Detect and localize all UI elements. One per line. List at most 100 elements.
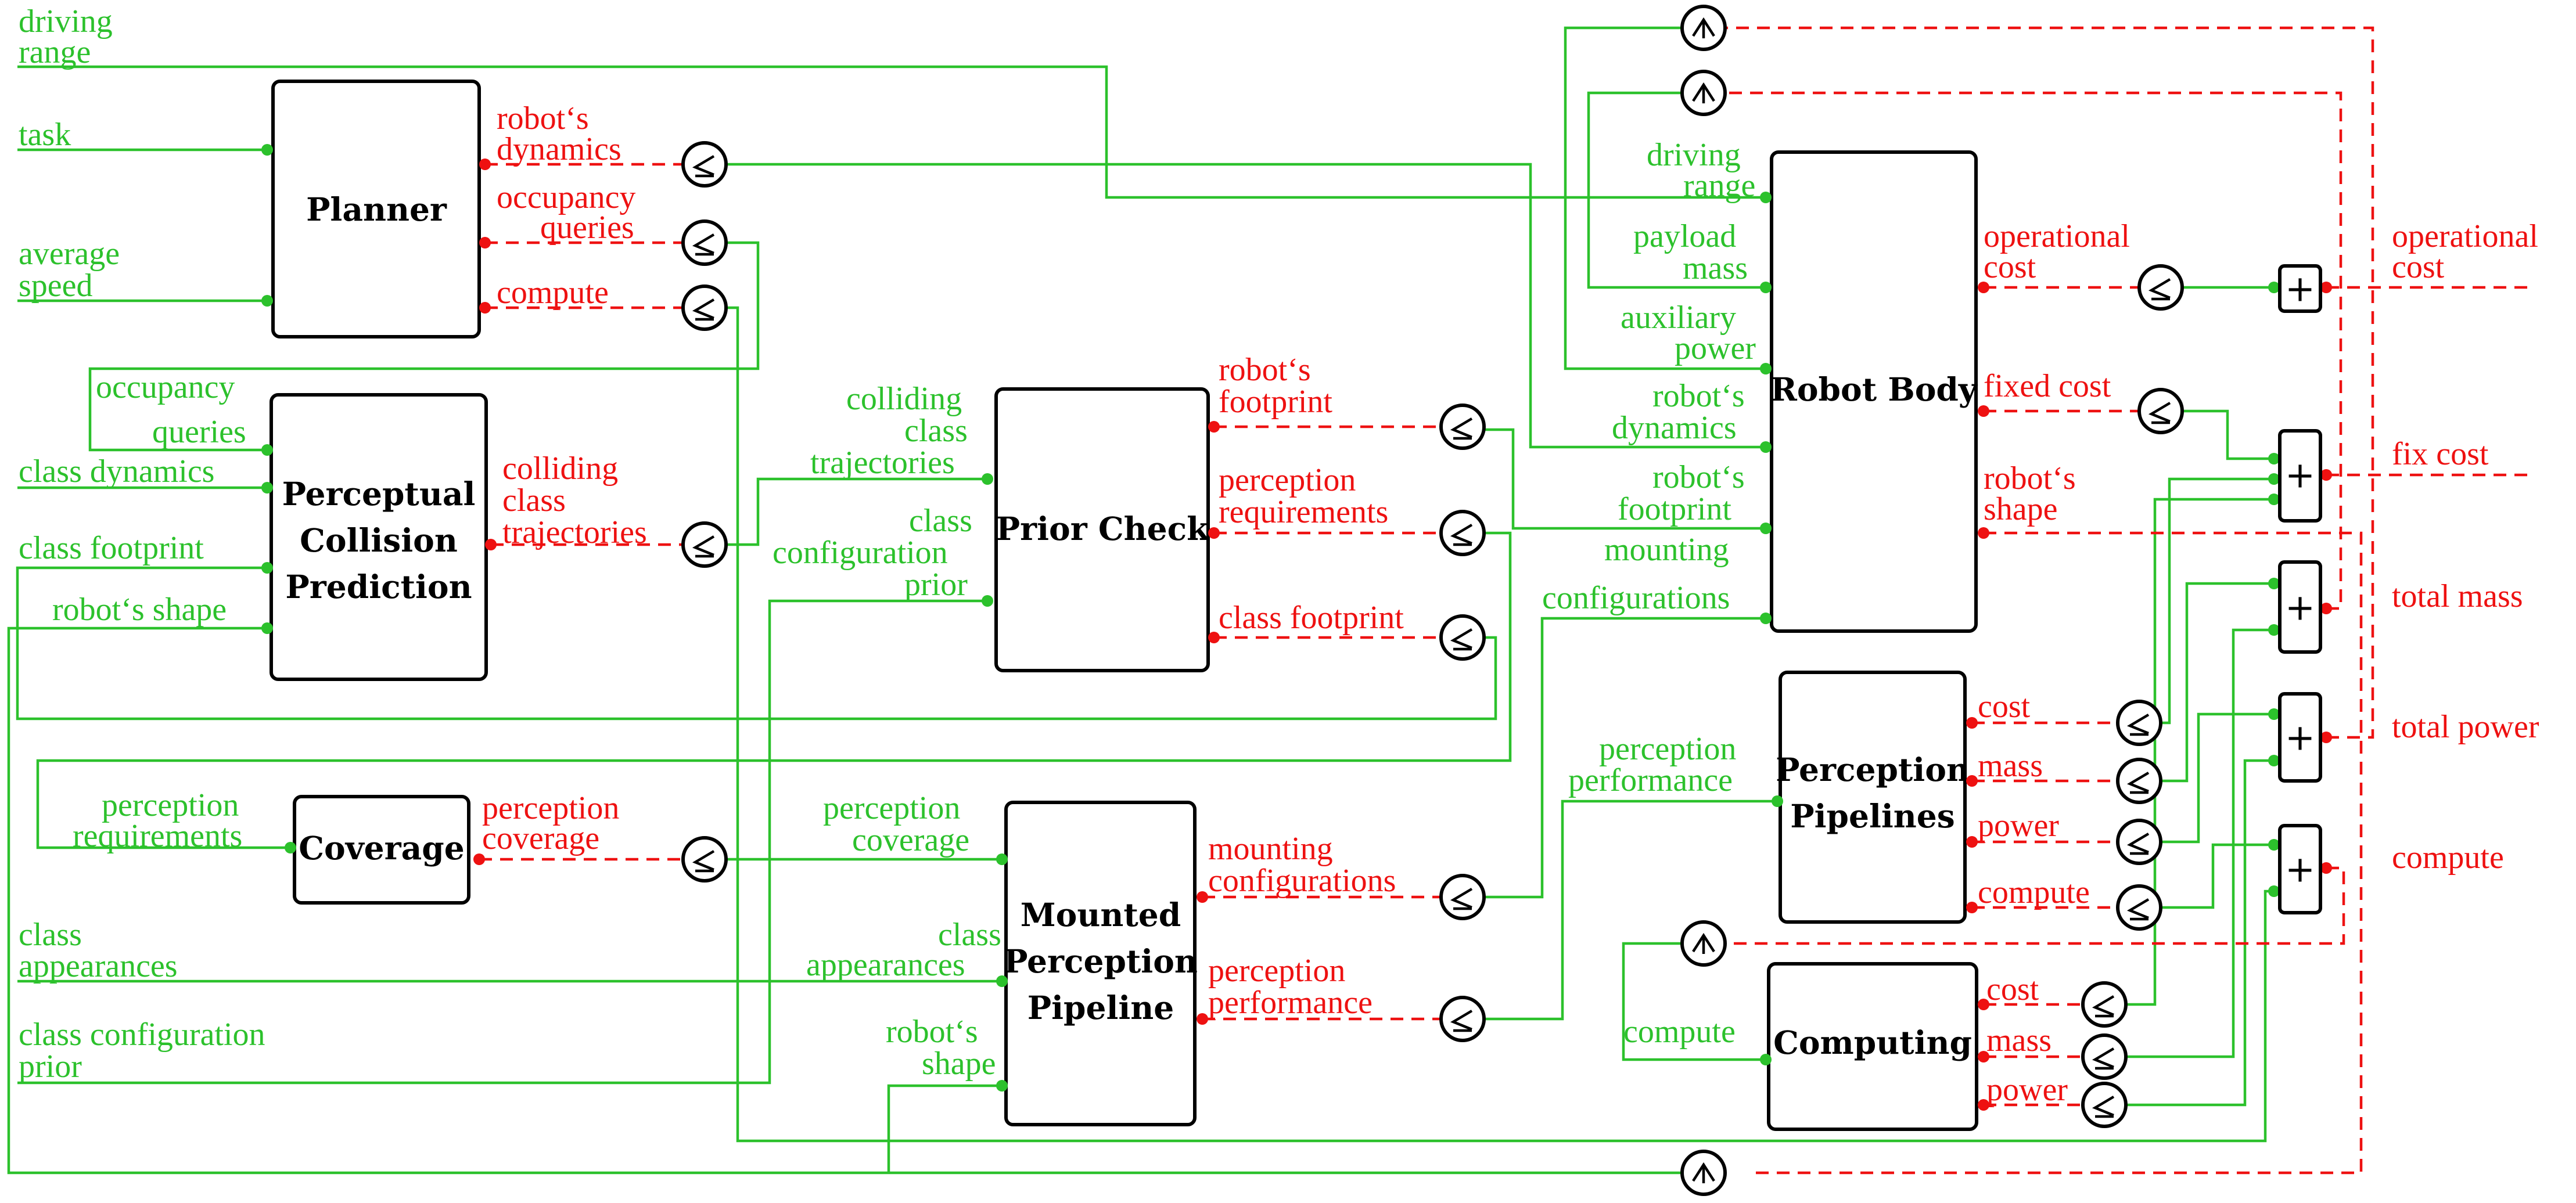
output-total-mass: total mass (2392, 578, 2523, 614)
computing-box: Computing (1767, 962, 1978, 1131)
label-class-appearances-1: class (19, 917, 82, 953)
planner-out-compute: compute (497, 275, 609, 311)
rb-out-shape-2: shape (1984, 491, 2058, 527)
pp-title-line2: Pipelines (1790, 797, 1955, 835)
pcp-out-colliding-2: class (502, 482, 566, 518)
rb-out-opcost-1: operational (1984, 218, 2130, 254)
wire-computing-compute (1622, 942, 1766, 1061)
wire-robots-footprint (1484, 428, 1766, 530)
mpp-in-shape-1: robot‘s (886, 1014, 978, 1050)
pp-computing-labels: perception performance cost mass power c… (1568, 689, 2090, 1108)
preceq-nodes (681, 5, 2184, 1196)
wire-colliding (726, 477, 987, 546)
computing-out-power: power (1986, 1072, 2068, 1108)
mpp-out-performance-1: perception (1208, 953, 1345, 989)
planner-out-occupancy-1: occupancy (497, 179, 635, 215)
mpp-title-line1: Mounted (1021, 896, 1181, 934)
planner-out-dynamics-1: robot‘s (497, 100, 589, 136)
prior-in-config-1: class (909, 503, 972, 539)
perceptual-collision-prediction-box: Perceptual Collision Prediction (270, 393, 488, 681)
wire-pp-compute-sum (2161, 843, 2274, 909)
green-port-dots (261, 144, 2280, 1092)
robot-body-labels: driving range payload mass auxiliary pow… (1542, 137, 2130, 616)
svg-text:+: + (2285, 454, 2315, 496)
preceq-icon (681, 521, 728, 568)
svg-text:+: + (2285, 586, 2315, 629)
preceq-icon (681, 284, 728, 331)
prior-in-colliding-2: class (904, 413, 968, 449)
sum-nodes: + + + + + (2278, 264, 2322, 914)
prior-in-colliding-1: colliding (846, 381, 962, 417)
label-robots-shape: robot‘s shape (52, 592, 227, 628)
wire-perception-requirements (36, 531, 1512, 849)
wire-r-total-mass (1725, 91, 2343, 610)
computing-title: Computing (1773, 1024, 1972, 1061)
robot-body-title: Robot Body (1770, 370, 1978, 408)
pp-title-line1: Perception (1776, 751, 1970, 788)
computing-in-compute: compute (1623, 1014, 1736, 1050)
resource-wires (479, 26, 2530, 1175)
pp-out-power: power (1978, 808, 2059, 844)
rb-out-opcost-2: cost (1984, 249, 2036, 285)
pcp-out-colliding-3: trajectories (502, 514, 647, 550)
wire-robots-dynamics (726, 163, 1766, 449)
pcp-in-occupancy-1: occupancy (96, 369, 235, 405)
rb-out-fixed-cost: fixed cost (1984, 368, 2111, 404)
preceq-icon (2116, 819, 2162, 865)
mpp-out-mounting-2: configurations (1208, 863, 1396, 899)
wire-pp-mass-sum (2161, 582, 2274, 783)
preceq-icon (681, 219, 728, 266)
mpp-in-appearances-1: class (938, 917, 1001, 953)
prior-check-title: Prior Check (996, 510, 1210, 548)
planner-pcp-labels: robot‘s dynamics occupancy queries compu… (96, 100, 647, 550)
red-port-dots (473, 159, 2332, 1111)
computing-out-mass: mass (1986, 1022, 2052, 1058)
preceq-icon (2116, 884, 2162, 931)
plus-icon: + (2278, 692, 2322, 783)
preceq-icon (1439, 874, 1486, 920)
mpp-in-coverage-2: coverage (852, 822, 969, 858)
label-perception-requirements-2: requirements (73, 818, 242, 854)
prior-check-box: Prior Check (994, 387, 1210, 672)
wire-mpp-robots-shape (887, 1084, 1002, 1173)
rb-in-driving-2: range (1683, 168, 1755, 204)
wire-pp-power-sum (2161, 712, 2274, 844)
preceq-icon (1439, 404, 1486, 450)
output-labels: operational cost fix cost total mass tot… (2392, 218, 2539, 876)
wire-pp-cost-sum (2161, 477, 2274, 725)
planner-box: Planner (271, 80, 481, 338)
preceq-icon (2137, 264, 2184, 311)
wire-r-total-compute (1725, 866, 2345, 945)
label-average-speed-2: speed (19, 268, 93, 304)
wire-perception-performance (1484, 799, 1777, 1021)
label-driving-range-2: range (19, 34, 91, 70)
mounted-perception-pipeline-box: Mounted Perception Pipeline (1004, 801, 1198, 1126)
label-class-config-prior-2: prior (19, 1049, 82, 1085)
svg-text:+: + (2285, 268, 2315, 310)
rb-in-dynamics-1: robot‘s (1652, 378, 1745, 414)
prior-out-requirements-1: perception (1219, 462, 1356, 498)
preceq-icon (2116, 758, 2162, 804)
rb-in-aux-1: auxiliary (1621, 300, 1736, 336)
pp-in-performance-2: performance (1568, 762, 1733, 798)
rb-out-shape-1: robot‘s (1984, 460, 2076, 496)
planner-out-occupancy-2: queries (540, 210, 634, 246)
coverage-mpp-labels: perception coverage perception coverage … (482, 790, 1396, 1082)
prior-out-class-footprint: class footprint (1219, 600, 1404, 636)
rb-in-payload-1: payload (1633, 218, 1736, 254)
planner-title: Planner (306, 190, 447, 228)
prior-in-config-3: prior (904, 567, 968, 603)
mpp-out-performance-2: performance (1208, 985, 1373, 1021)
pcp-title-line3: Prediction (285, 568, 472, 606)
coverage-out-2: coverage (482, 820, 599, 856)
label-driving-range-1: driving (19, 3, 113, 39)
coverage-box: Coverage (293, 795, 470, 905)
wire-fixed-cost-sum (2182, 409, 2274, 460)
pcp-in-occupancy-2: queries (152, 414, 246, 450)
prior-check-labels: colliding class trajectories class confi… (773, 352, 1404, 636)
rb-in-payload-2: mass (1683, 250, 1748, 286)
mpp-in-coverage-1: perception (823, 790, 960, 826)
perception-pipelines-box: Perception Pipelines (1776, 671, 1970, 924)
pcp-title-line2: Collision (300, 521, 458, 559)
